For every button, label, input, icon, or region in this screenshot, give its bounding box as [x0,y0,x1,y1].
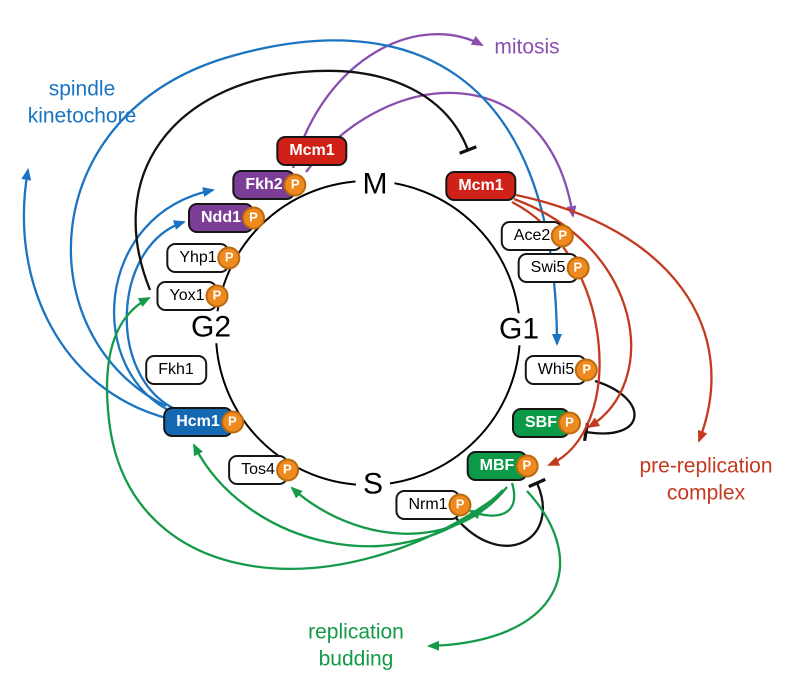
phase-label-m: M [355,168,395,200]
phospho-badge: P [575,358,599,382]
node-label: Hcm1 [176,413,220,430]
phospho-badge: P [205,284,229,308]
node-label: Swi5 [530,259,566,276]
phospho-badge: P [220,410,244,434]
annotation-line: mitosis [494,35,560,59]
node-label: Fkh2 [245,176,283,193]
phospho-badge: P [551,224,575,248]
annotation-spindle-kinetochore: spindle kinetochore [28,76,137,131]
annotation-mitosis: mitosis [494,33,559,60]
phase-label-s: S [355,468,391,500]
node-label: Tos4 [241,461,275,478]
arrow-hcm1-to-whi5 [69,39,562,408]
node-label: SBF [525,414,557,431]
annotation-line: budding [318,648,394,671]
phase-label-g1: G1 [491,313,547,345]
node-label: Ace2 [513,227,551,244]
arrow-sbf-mbf-to-yox1-yhp1 [105,296,500,570]
node-mcm1-m: Mcm1 [276,136,348,166]
phospho-badge: P [283,173,307,197]
annotation-line: complex [666,482,746,505]
phospho-badge: P [566,256,590,280]
phospho-badge: P [275,458,299,482]
node-mcm1-g1: Mcm1 [445,171,517,201]
node-label: MBF [479,457,515,474]
annotation-pre-replication-complex: pre-replication complex [639,453,772,508]
annotation-line: kinetochore [27,105,137,128]
phospho-badge: P [217,246,241,270]
phospho-badge: P [448,493,472,517]
annotation-line: pre-replication [639,454,773,478]
arrow-nrm1-inhibits-mbf [455,477,546,547]
annotation-line: spindle [48,77,116,101]
node-label: Whi5 [537,361,575,378]
phospho-badge: P [558,411,581,435]
node-label: Yhp1 [179,249,217,266]
node-fkh1: Fkh1 [145,355,207,385]
arrow-hcm1-to-spindle-kinetochore [21,168,171,421]
phase-label-g2: G2 [183,311,239,343]
arrow-whi5-inhibits-sbf [582,379,636,442]
arrow-mcm1-to-pre-replication [515,193,713,443]
annotation-line: replication [308,620,404,644]
node-label: Nrm1 [408,496,448,513]
phospho-badge: P [242,206,265,230]
arrow-mbf-to-replication-budding [427,490,562,651]
arrow-hcm1-to-fkh2 [112,187,215,415]
arrow-mcm1-fkh2-ndd1-to-mitosis [291,33,484,169]
arrow-sbf-mbf-to-tos4 [290,486,508,535]
arrow-yox1-yhp1-inhibits-mcm1 [134,69,477,291]
arrow-hcm1-to-ndd1 [125,220,186,412]
arrow-mcm1-fkh2-ndd1-to-ace2-swi5 [305,91,577,218]
node-label: Fkh1 [158,361,194,378]
annotation-replication-budding: replication budding [308,619,404,674]
phospho-badge: P [515,454,539,478]
node-label: Mcm1 [289,142,335,159]
node-label: Ndd1 [201,209,241,226]
cell-cycle-circle [215,180,521,486]
arrow-sbf-mbf-to-hcm1 [192,443,504,548]
node-label: Mcm1 [458,177,504,194]
node-label: Yox1 [169,287,205,304]
